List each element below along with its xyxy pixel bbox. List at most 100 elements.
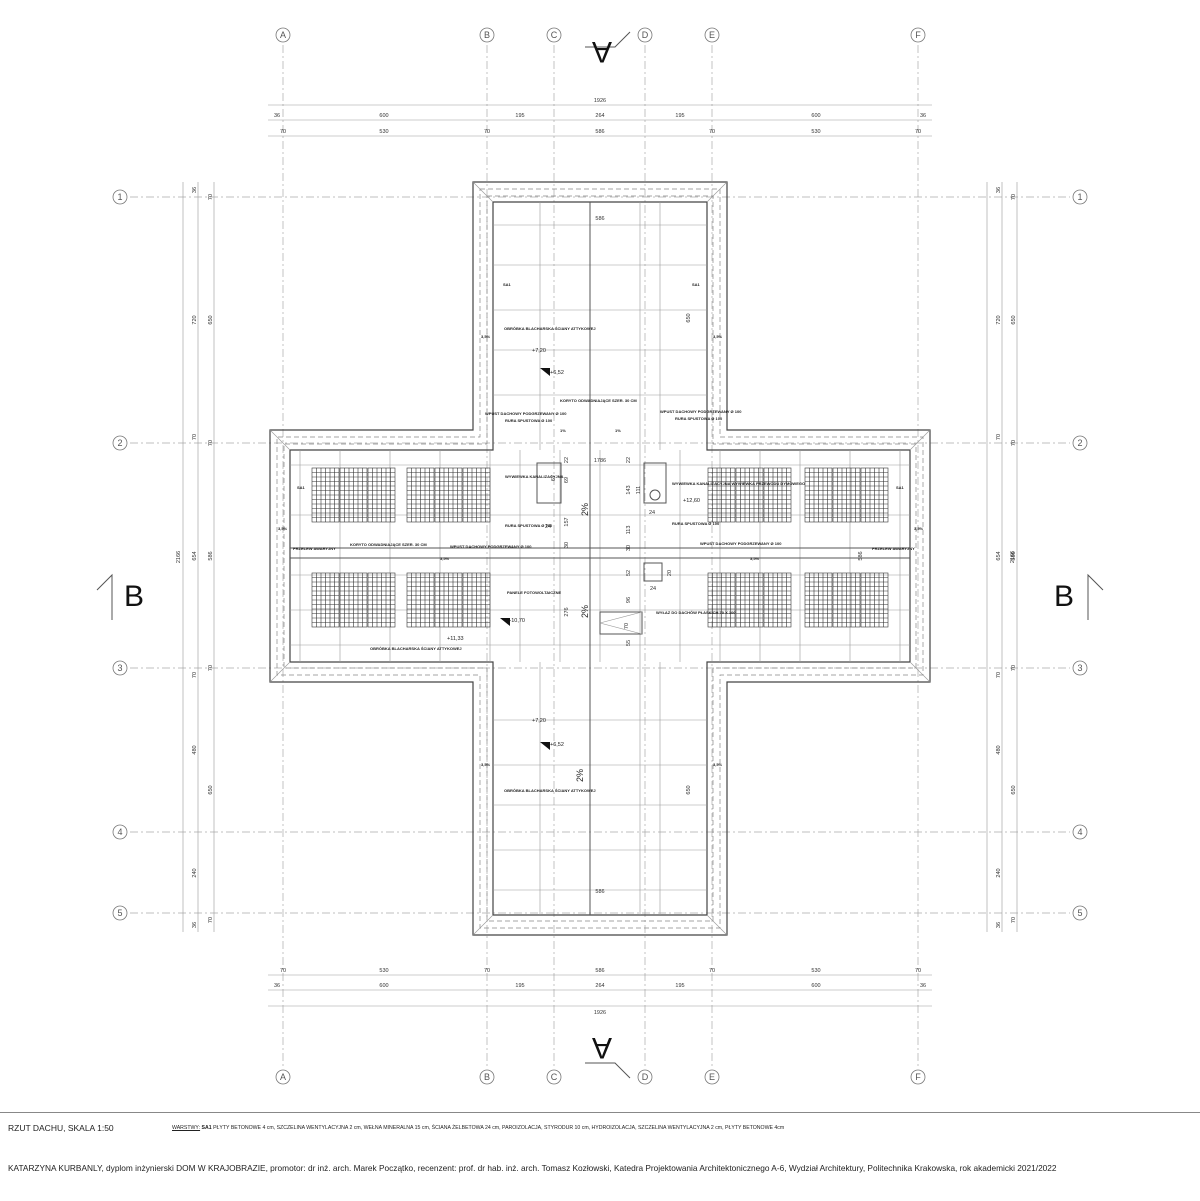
- dim-label: 70: [996, 434, 1002, 440]
- dim-central-depth: 586: [858, 551, 864, 560]
- dim: 157: [564, 517, 570, 526]
- grid-label: B: [484, 1072, 490, 1082]
- dim: 69: [564, 477, 570, 483]
- section-tag: SA1: [692, 282, 701, 287]
- pv-array: [406, 572, 491, 628]
- slope-label: 3,5%: [481, 334, 491, 339]
- section-marker-a-top: A: [585, 31, 631, 68]
- dim-label: 586: [595, 129, 604, 135]
- elevation-mark: +10,70: [508, 618, 525, 624]
- grid-bubble: [1072, 435, 1088, 451]
- annotation: WYWIEWKA KANALIZACYJNA WYWIEWKA PRZEWODU…: [672, 481, 805, 486]
- dim-label: 36: [920, 113, 926, 119]
- annotation: OBRÓBKA BLACHARSKA ŚCIANY ATTYKOWEJ: [370, 646, 462, 651]
- dim-label: 720: [192, 315, 198, 324]
- dim-label: 240: [996, 868, 1002, 877]
- slope-label: 3,5%: [713, 762, 723, 767]
- dim-wing-depth: 650: [686, 313, 692, 322]
- layers-text: PŁYTY BETONOWE 4 cm, SZCZELINA WENTYLACY…: [213, 1125, 785, 1131]
- grid-bubble: [112, 435, 128, 451]
- annotation: RURA SPUSTOWA Ø 100: [505, 418, 553, 423]
- grid-label: C: [551, 1072, 558, 1082]
- pv-array: [804, 467, 889, 523]
- dim-label: 36: [996, 187, 1002, 193]
- annotation: PANELE FOTOWOLTAICZNE: [507, 590, 561, 595]
- dim-label: 654: [996, 551, 1002, 560]
- section-marker-b-left: B: [96, 573, 144, 620]
- dim-label: 600: [379, 983, 388, 989]
- slope-label: 1%: [560, 428, 566, 433]
- grid-label: F: [915, 30, 921, 40]
- dim-label: 195: [675, 983, 684, 989]
- grid-bubble: [112, 824, 128, 840]
- section-tag: SA1: [896, 485, 905, 490]
- annotation: WPUST DACHOWY PODGRZEWANY Ø 100: [450, 544, 532, 549]
- grid-bubble: [479, 27, 495, 43]
- grid-bubble: [637, 1069, 653, 1085]
- section-a-label: A: [592, 1031, 612, 1064]
- dim-label: 586: [208, 551, 214, 560]
- annotation: OBRÓBKA BLACHARSKA ŚCIANY ATTYKOWEJ: [504, 326, 596, 331]
- slope-label: 2%: [580, 605, 590, 618]
- dim-label: 600: [811, 113, 820, 119]
- dim: 24: [649, 510, 655, 516]
- elevation-mark: +11,33: [447, 636, 464, 642]
- grid-label: B: [484, 30, 490, 40]
- dim-label: 650: [208, 785, 214, 794]
- pv-array: [311, 572, 396, 628]
- grid-label: E: [709, 30, 715, 40]
- section-a-label: A: [592, 35, 612, 68]
- grid-bubble: [275, 1069, 291, 1085]
- pv-array: [804, 572, 889, 628]
- section-tag: SA1: [297, 485, 306, 490]
- annotation: WPUST DACHOWY PODGRZEWANY Ø 100: [700, 541, 782, 546]
- dim-label: 264: [595, 113, 604, 119]
- grid-bubble: [479, 1069, 495, 1085]
- grid-bubble: [910, 27, 926, 43]
- dim-label: 650: [1011, 785, 1017, 794]
- dim-label: 240: [192, 868, 198, 877]
- grid-label: A: [280, 30, 286, 40]
- dim-label: 530: [379, 129, 388, 135]
- grid-bubble: [1072, 824, 1088, 840]
- dim-label: 70: [1011, 440, 1017, 446]
- grid-label: C: [551, 30, 558, 40]
- dim-label: 70: [709, 129, 715, 135]
- dim-label: 36: [274, 113, 280, 119]
- dim-label: 650: [1011, 315, 1017, 324]
- dim-label: 70: [484, 968, 490, 974]
- dim-wing-depth: 650: [686, 785, 692, 794]
- dim: 24: [650, 586, 656, 592]
- dim-label: 650: [208, 315, 214, 324]
- slope-label: 3,5%: [914, 526, 924, 531]
- dim-label: 530: [811, 968, 820, 974]
- dim: 55: [626, 640, 632, 646]
- dim-label: 720: [996, 315, 1002, 324]
- dim-label: 600: [811, 983, 820, 989]
- elevation-mark: +12,60: [683, 498, 700, 504]
- annotation: WPUST DACHOWY PODGRZEWANY Ø 100: [485, 411, 567, 416]
- chimney-vent: [643, 462, 667, 504]
- roof-fixtures: [536, 462, 667, 635]
- section-b-label: B: [124, 580, 144, 613]
- section-tag: SA1: [503, 282, 512, 287]
- grid-label: 1: [1077, 192, 1082, 202]
- dim-label: 586: [595, 968, 604, 974]
- section-b-label: B: [1054, 580, 1074, 613]
- dim: 30: [564, 542, 570, 548]
- grid-bubble: [546, 1069, 562, 1085]
- dim-total-depth: 2166: [176, 551, 182, 563]
- grid-label: D: [642, 1072, 649, 1082]
- dim-label: 70: [280, 129, 286, 135]
- elevation-arrow-icon: [540, 742, 550, 750]
- grid-axes: [130, 45, 1070, 1067]
- grid-label: 3: [1077, 663, 1082, 673]
- interior-labels: 586 586 650 650 1786 586 22 69 67 157 30…: [278, 216, 924, 895]
- grid-label: 4: [1077, 827, 1082, 837]
- dim-label: 600: [379, 113, 388, 119]
- elevation-mark: +6,52: [550, 742, 564, 748]
- dim-label: 530: [379, 968, 388, 974]
- grid-bubble: [1072, 189, 1088, 205]
- dim-label: 70: [208, 194, 214, 200]
